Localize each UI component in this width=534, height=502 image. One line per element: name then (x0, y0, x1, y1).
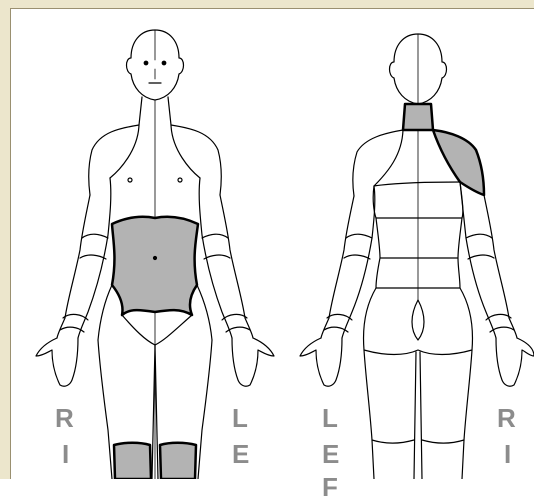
back-side-letter-1: L (322, 405, 338, 431)
back-right-hand[interactable] (300, 338, 342, 386)
back-side-letter-2: E (322, 441, 339, 467)
back-left-leg-region[interactable] (420, 350, 472, 479)
front-right-lower-leg-region[interactable] (114, 443, 151, 479)
front-eye-left (162, 61, 166, 65)
front-abdomen-region[interactable] (112, 217, 198, 315)
front-left-hand[interactable] (232, 338, 274, 386)
front-chest-mark-right (128, 178, 132, 182)
front-side-letter-3: L (232, 405, 248, 431)
front-right-hand[interactable] (36, 338, 78, 386)
back-neck-region[interactable] (403, 104, 433, 130)
front-eye-right (144, 61, 148, 65)
front-navel (154, 257, 157, 260)
back-knee-line-right (372, 440, 414, 443)
back-left-arm-region[interactable] (460, 182, 517, 338)
front-left-lower-leg-region[interactable] (160, 443, 196, 479)
front-side-letter-2: I (62, 441, 69, 467)
body-map-diagram (0, 0, 534, 479)
back-left-hand[interactable] (496, 338, 534, 386)
back-lower-back-region[interactable] (376, 218, 462, 288)
back-left-shoulder-region[interactable] (433, 130, 484, 195)
front-side-letter-1: R (55, 405, 74, 431)
back-side-letter-3: F (322, 474, 338, 500)
front-chest-mark-left (178, 178, 182, 182)
front-side-letter-4: E (232, 441, 249, 467)
back-left-elbow[interactable] (466, 234, 494, 259)
back-right-arm-region[interactable] (321, 186, 375, 338)
back-right-leg-region[interactable] (364, 350, 416, 479)
back-knee-line-left (422, 440, 464, 443)
back-side-letter-5: I (504, 441, 511, 467)
back-right-elbow[interactable] (344, 234, 372, 259)
back-side-letter-4: R (497, 405, 516, 431)
